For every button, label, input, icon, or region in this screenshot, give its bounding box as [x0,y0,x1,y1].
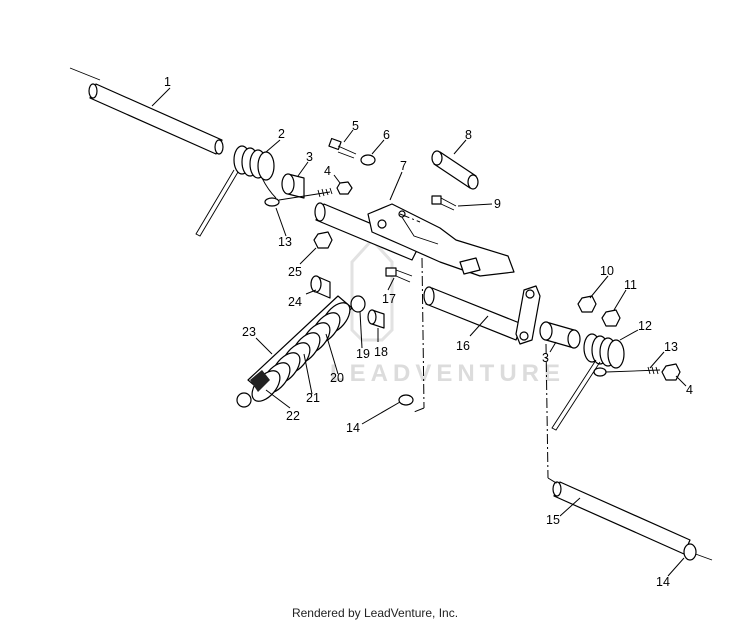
part-8-roller [431,150,479,190]
part-12-spring-right [551,333,625,431]
part-25-nut [313,231,333,249]
part-14-washer-right [683,543,697,561]
part-4-nut-left [336,181,353,195]
part-10-nut [577,295,597,313]
part-17-bolt [385,267,413,283]
part-14-washer-left [398,394,414,406]
footer-credit: Rendered by LeadVenture, Inc. [291,606,459,620]
assembly-line-bracket [399,213,421,223]
callout-13-left: 13 [278,235,292,249]
callouts: 1 2 3 4 5 6 7 8 9 10 11 12 13 13 4 3 14 … [164,75,693,589]
callout-25: 25 [288,265,302,279]
callout-20: 20 [330,371,344,385]
callout-17: 17 [382,292,396,306]
axle-centerline-left [69,67,101,81]
part-13-eyebolt-right [593,366,661,377]
assembly-line-center [413,257,425,413]
callout-11: 11 [624,278,637,292]
callout-3: 3 [306,150,313,164]
callout-4: 4 [324,164,331,178]
part-5-bolt [328,137,357,159]
callout-10: 10 [600,264,614,278]
callout-18: 18 [374,345,388,359]
callout-14-right: 14 [656,575,670,589]
callout-15: 15 [546,513,560,527]
part-4-nut-right [661,363,681,381]
part-22-spring-seat [250,370,270,392]
part-19-eye [350,295,366,313]
assembly-line-right [545,343,559,485]
callout-7: 7 [400,159,407,173]
part-7-bracket [367,203,515,277]
part-24-bushing [310,275,331,299]
part-1-rod [88,83,224,155]
callout-2: 2 [278,127,285,141]
callout-1: 1 [164,75,171,89]
callout-24: 24 [288,295,302,309]
part-13-eyebolt-left [264,187,333,207]
part-21-coil-spring [251,302,351,402]
part-20-shock-absorber [236,295,353,408]
watermark: LEADVENTURE [330,237,565,387]
callout-3-right: 3 [542,351,549,365]
part-6-washer [360,154,376,166]
callout-8: 8 [465,128,472,142]
leader-lines [151,87,687,577]
part-11-nut [601,309,621,327]
part-15-rod [552,481,691,555]
part-16-link-plate [515,285,541,345]
callout-5: 5 [352,119,359,133]
part-9-bolt [431,195,457,211]
callout-22: 22 [286,409,300,423]
part-18-bushing [367,309,385,329]
watermark-text: LEADVENTURE [330,360,565,387]
callout-14-left: 14 [346,421,360,435]
part-16-lower-shaft [423,286,523,341]
part-2-spring [195,145,277,237]
callout-4-right: 4 [686,383,693,397]
callout-9: 9 [494,197,501,211]
callout-19: 19 [356,347,370,361]
callout-6: 6 [383,128,390,142]
callout-12: 12 [638,319,652,333]
part-3-bushing-right [539,321,581,349]
part-3-bushing-left [281,173,305,199]
watermark-logo [350,237,394,342]
callout-13-right: 13 [664,340,678,354]
callout-23: 23 [242,325,256,339]
callout-16: 16 [456,339,470,353]
callout-21: 21 [306,391,320,405]
